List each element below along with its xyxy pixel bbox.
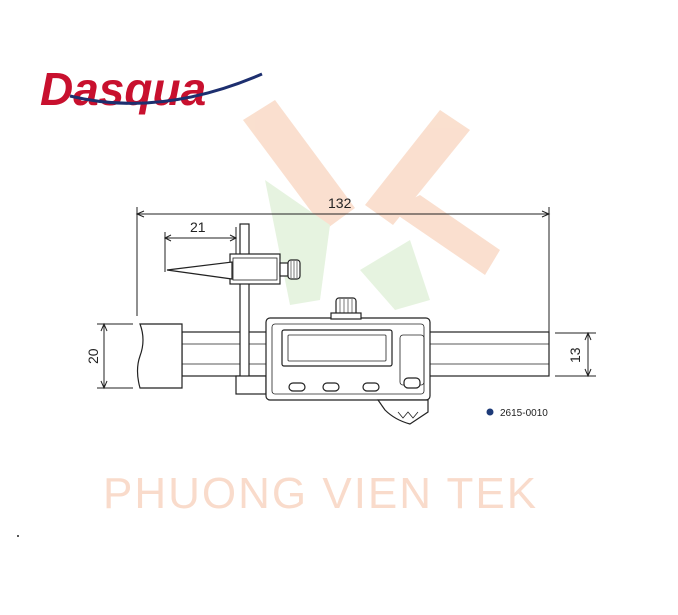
watermark-text: PHUONG VIEN TEK [103,469,538,518]
brand-logo: Dasqua [40,63,206,115]
beam-height-label: 20 [85,348,101,364]
button-2 [322,382,340,392]
probe-rod [239,223,250,393]
product-code: 2615-0010 [500,408,548,419]
probe-length-dimension [163,227,238,272]
stray-dot [17,535,19,537]
beam-height-dimension [97,322,133,390]
fixed-jaw [136,323,183,389]
probe-holder [229,253,281,285]
lcd-screen [281,329,393,367]
side-button [403,377,421,389]
clamp-lever [376,399,429,425]
probe-length-label: 21 [190,219,206,235]
overall-length-dimension [135,207,551,333]
caliper-body [136,223,550,425]
overall-length-label: 132 [328,195,352,211]
logo-swoosh [69,72,263,105]
product-code-bullet [486,408,494,416]
main-beam-height-dimension [555,331,596,378]
main-beam-height-label: 13 [567,347,583,363]
button-3 [362,382,380,392]
x-shape-watermark-icon [243,100,500,310]
button-1 [288,382,306,392]
probe-tip [166,261,233,280]
